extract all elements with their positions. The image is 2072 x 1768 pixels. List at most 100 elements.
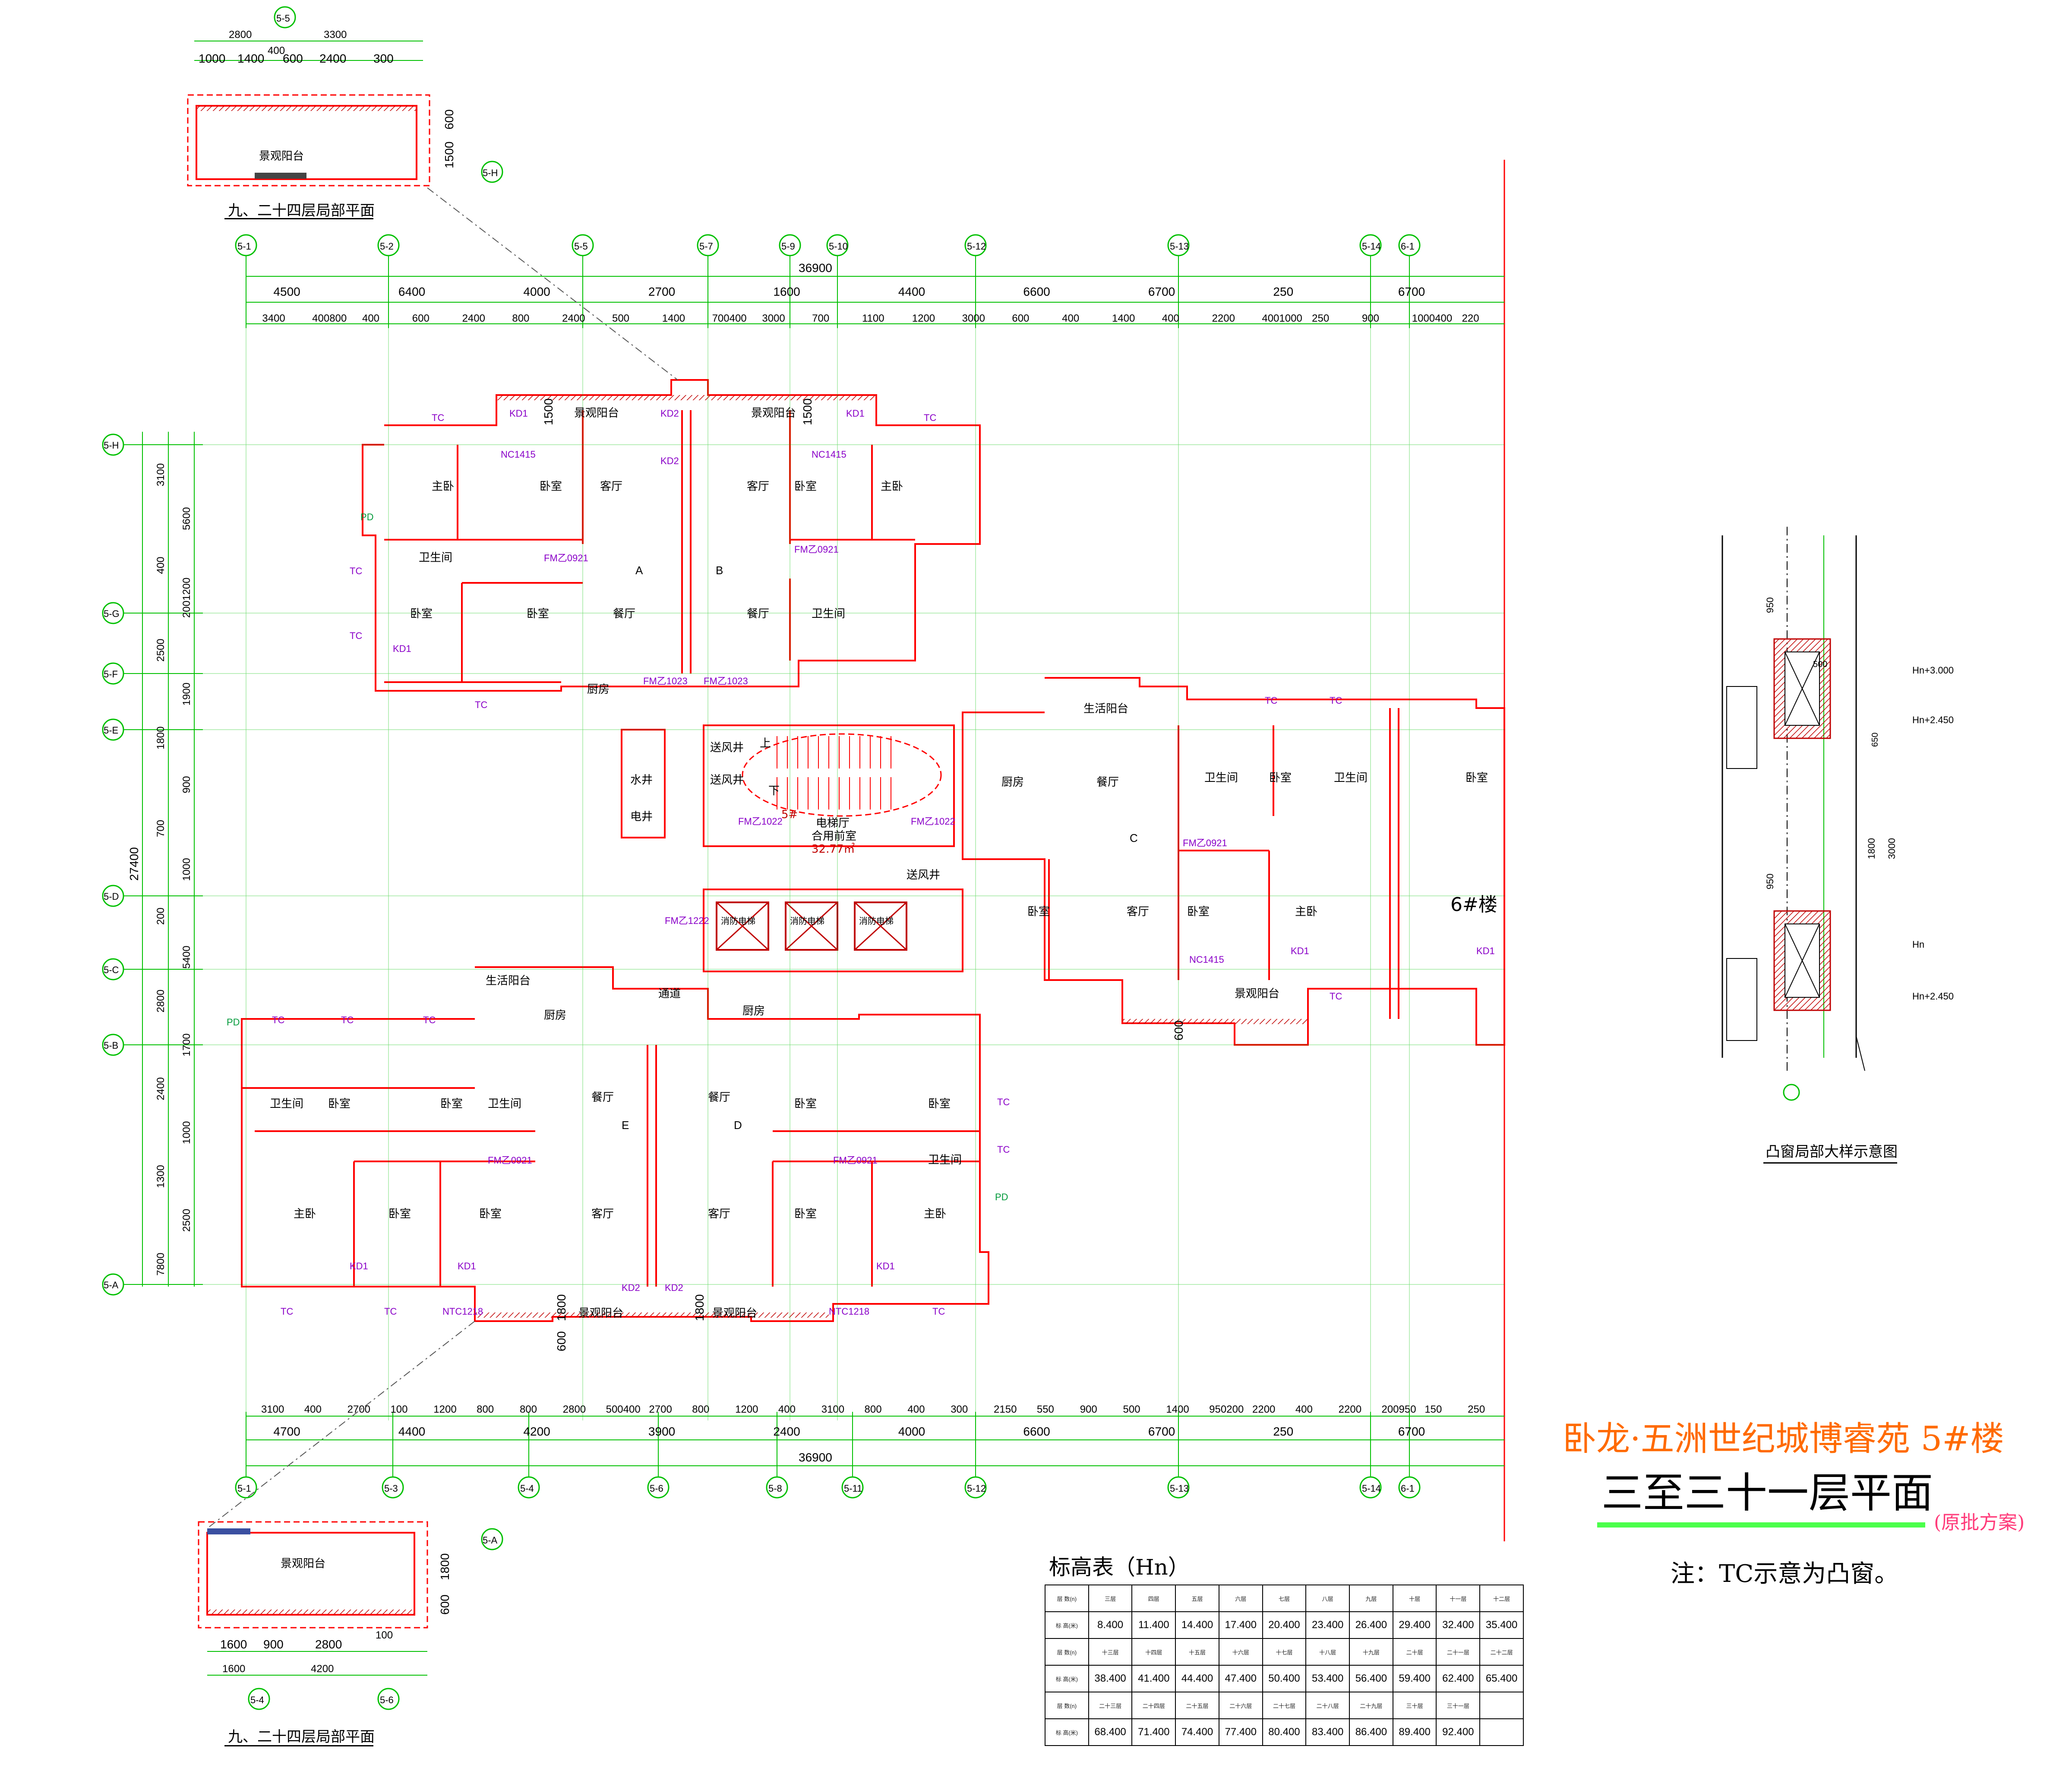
tag-tc-3: TC bbox=[350, 566, 362, 576]
room-service-balcony-e: 生活阳台 bbox=[486, 974, 531, 987]
tag-fm-3: FM乙0921 bbox=[1183, 838, 1227, 848]
room-kitchen-a: 厨房 bbox=[587, 683, 610, 696]
room-bed-a1: 卧室 bbox=[540, 480, 562, 493]
elevation-value-cell: 53.400 bbox=[1305, 1665, 1350, 1692]
elevation-row-header: 层 数(n) bbox=[1045, 1692, 1089, 1719]
tag-kd-6: KD1 bbox=[1291, 946, 1309, 956]
core bbox=[621, 724, 963, 972]
tag-kd-9: KD2 bbox=[665, 1282, 683, 1293]
tag-kd-7: KD1 bbox=[1476, 946, 1495, 956]
dim-value: 1300 bbox=[155, 1165, 167, 1188]
elevation-row-header: 层 数(n) bbox=[1045, 1585, 1089, 1612]
elevation-floor-cell: 十六层 bbox=[1218, 1638, 1263, 1666]
elevation-value-cell: 20.400 bbox=[1262, 1611, 1307, 1639]
tag-pd-1: PD bbox=[360, 512, 374, 522]
elevation-value-cell: 71.400 bbox=[1131, 1718, 1176, 1746]
dim-value: 2700 bbox=[649, 1404, 672, 1415]
dim-value: 4000 bbox=[898, 1425, 925, 1438]
tag-tc-1: TC bbox=[432, 412, 444, 423]
room-fire-lift-2: 消防电梯 bbox=[790, 916, 824, 926]
tag-kd-8: KD2 bbox=[622, 1282, 640, 1293]
elevation-value-cell: 77.400 bbox=[1218, 1718, 1263, 1746]
room-master-c: 主卧 bbox=[1295, 905, 1317, 918]
right-wing bbox=[962, 677, 1505, 1046]
elevation-floor-cell: 三十一层 bbox=[1436, 1692, 1481, 1719]
dim-value: 3400 bbox=[262, 313, 285, 324]
top-total-dim: 36900 bbox=[799, 261, 832, 275]
dim-value: 220 bbox=[1462, 313, 1479, 324]
detail-top-dim-1: 2800 bbox=[229, 29, 252, 41]
dim-value: 800 bbox=[520, 1404, 537, 1415]
tag-kd-5: KD1 bbox=[393, 643, 411, 654]
dim-value: 400 bbox=[1295, 1404, 1313, 1415]
elevation-value-cell bbox=[1479, 1718, 1524, 1746]
dim-value: 600 bbox=[1012, 313, 1029, 324]
bay-label-8: 950 bbox=[1765, 873, 1775, 889]
elevation-floor-cell: 十二层 bbox=[1479, 1585, 1524, 1612]
dim-value: 2200 bbox=[1252, 1404, 1275, 1415]
tag-fm-1: FM乙0921 bbox=[544, 553, 588, 563]
detail-bottom-dim-7: 1600 bbox=[222, 1663, 245, 1675]
elevation-value-cell: 74.400 bbox=[1175, 1718, 1219, 1746]
dim-value: 1200 bbox=[433, 1404, 456, 1415]
dim-value: 400 bbox=[1162, 313, 1179, 324]
axis-label-left: 5-G bbox=[104, 608, 120, 619]
dim-value: 1200 bbox=[735, 1404, 758, 1415]
dim-value: 800 bbox=[692, 1404, 709, 1415]
dim-value: 250 bbox=[1273, 1425, 1293, 1438]
title-block: 卧龙·五洲世纪城博睿苑 5#楼 三至三十一层平面 (原批方案) bbox=[1563, 1412, 2055, 1541]
axis-label-left: 5-H bbox=[104, 440, 119, 451]
dim-value: 2400 bbox=[773, 1425, 800, 1438]
elevation-value-cell: 17.400 bbox=[1218, 1611, 1263, 1639]
tag-fm-5: FM乙0921 bbox=[833, 1155, 878, 1166]
elevation-floor-cell: 二十六层 bbox=[1218, 1692, 1263, 1719]
dim-value: 3000 bbox=[762, 313, 785, 324]
tag-tc-6: TC bbox=[1265, 695, 1277, 706]
dim-value: 2500 bbox=[181, 1209, 193, 1232]
room-bed-e2: 卧室 bbox=[440, 1097, 463, 1110]
elevation-table-title: 标高表（Hn） bbox=[1049, 1555, 1190, 1580]
elevation-floor-cell: 二十一层 bbox=[1436, 1638, 1481, 1666]
elevation-value-cell: 41.400 bbox=[1131, 1665, 1176, 1692]
dim-value: 1700 bbox=[181, 1033, 193, 1056]
room-fire-lift-3: 消防电梯 bbox=[859, 916, 894, 926]
elevation-floor-cell bbox=[1479, 1692, 1524, 1719]
detail-bottom-caption-underline bbox=[224, 1745, 373, 1746]
detail-bottom-dim-3: 1600 bbox=[220, 1638, 247, 1651]
dim-value: 2800 bbox=[563, 1404, 586, 1415]
tag-pd-3: PD bbox=[995, 1192, 1008, 1202]
dim-value: 800 bbox=[512, 313, 529, 324]
elevation-floor-cell: 二十九层 bbox=[1349, 1692, 1393, 1719]
elevation-floor-cell: 十九层 bbox=[1349, 1638, 1393, 1666]
remark-note: 注：TC示意为凸窗。 bbox=[1671, 1560, 1899, 1588]
bay-window-detail: Hn+3.000 Hn+2.450 Hn Hn+2.450 950 1800 3… bbox=[1721, 527, 1954, 1101]
dim-bal-3: 1800 bbox=[555, 1294, 568, 1321]
tag-tc-5: TC bbox=[475, 699, 487, 710]
tag-pd-2: PD bbox=[227, 1017, 240, 1028]
bay-label-3: Hn bbox=[1912, 939, 1924, 950]
room-master-a: 主卧 bbox=[432, 480, 454, 493]
room-corridor: 通道 bbox=[658, 987, 681, 1000]
elevation-floor-cell: 十八层 bbox=[1305, 1638, 1350, 1666]
tag-tc-9: TC bbox=[272, 1015, 284, 1025]
dim-value: 1000 bbox=[181, 858, 193, 881]
unit-d-label: D bbox=[734, 1119, 742, 1132]
axis-label-top: 5-5 bbox=[574, 241, 588, 252]
axis-label-top: 5-2 bbox=[380, 241, 394, 252]
tag-fm-10: FM乙1222 bbox=[665, 915, 709, 926]
bay-window-caption: 凸窗局部大样示意图 bbox=[1766, 1143, 1898, 1161]
elevation-value-cell: 26.400 bbox=[1349, 1611, 1393, 1639]
tag-tc-4: TC bbox=[350, 630, 362, 641]
dim-value: 2700 bbox=[648, 285, 675, 298]
room-kitchen-c: 厨房 bbox=[1001, 776, 1024, 789]
elevation-value-cell: 23.400 bbox=[1305, 1611, 1350, 1639]
bay-label-10: 650 bbox=[1870, 733, 1880, 747]
room-bath-a: 卫生间 bbox=[419, 551, 452, 564]
axis-label-top: 5-10 bbox=[829, 241, 848, 252]
bay-window-caption-underline bbox=[1763, 1162, 1897, 1164]
scheme-note: (原批方案) bbox=[1934, 1512, 2025, 1534]
